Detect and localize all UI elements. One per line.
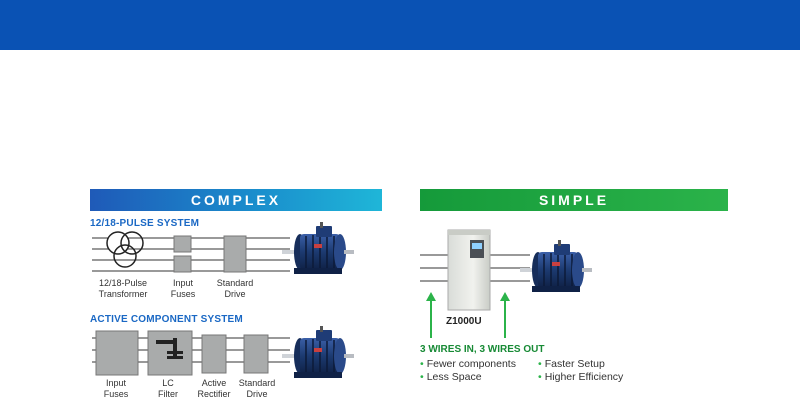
top-banner bbox=[0, 0, 800, 50]
input-fuses-box bbox=[95, 330, 139, 376]
benefit-item: •Faster Setup bbox=[538, 358, 605, 370]
transformer-icon bbox=[106, 231, 144, 268]
pulse-system-diagram bbox=[92, 221, 355, 275]
lc-filter-icon bbox=[147, 330, 193, 376]
wires-title: 3 WIRES IN, 3 WIRES OUT bbox=[420, 344, 545, 355]
motor-icon bbox=[281, 221, 355, 275]
simple-header-label: SIMPLE bbox=[538, 192, 610, 208]
z1000u-drive-icon bbox=[447, 229, 491, 311]
active-rectifier-box bbox=[201, 334, 227, 374]
motor-icon bbox=[519, 239, 593, 293]
simple-system-diagram bbox=[420, 229, 593, 338]
active-system-title: ACTIVE COMPONENT SYSTEM bbox=[90, 314, 243, 325]
wires-in-arrow bbox=[426, 292, 436, 338]
benefit-item: •Higher Efficiency bbox=[538, 371, 624, 383]
pulse-system-title: 12/18-PULSE SYSTEM bbox=[90, 218, 200, 229]
simple-header: SIMPLE bbox=[420, 189, 728, 211]
benefit-item: •Fewer components bbox=[420, 358, 516, 370]
complex-header: COMPLEX bbox=[90, 189, 382, 211]
input-fuses-icon bbox=[173, 235, 192, 273]
wires-out-arrow bbox=[500, 292, 510, 338]
standard-drive-box-2 bbox=[243, 334, 269, 374]
standard-drive-box bbox=[223, 235, 247, 273]
motor-icon bbox=[281, 325, 355, 379]
drive-model-label: Z1000U bbox=[446, 316, 482, 327]
benefit-item: •Less Space bbox=[420, 371, 482, 383]
active-system-diagram bbox=[92, 325, 355, 379]
complex-header-label: COMPLEX bbox=[190, 192, 282, 208]
